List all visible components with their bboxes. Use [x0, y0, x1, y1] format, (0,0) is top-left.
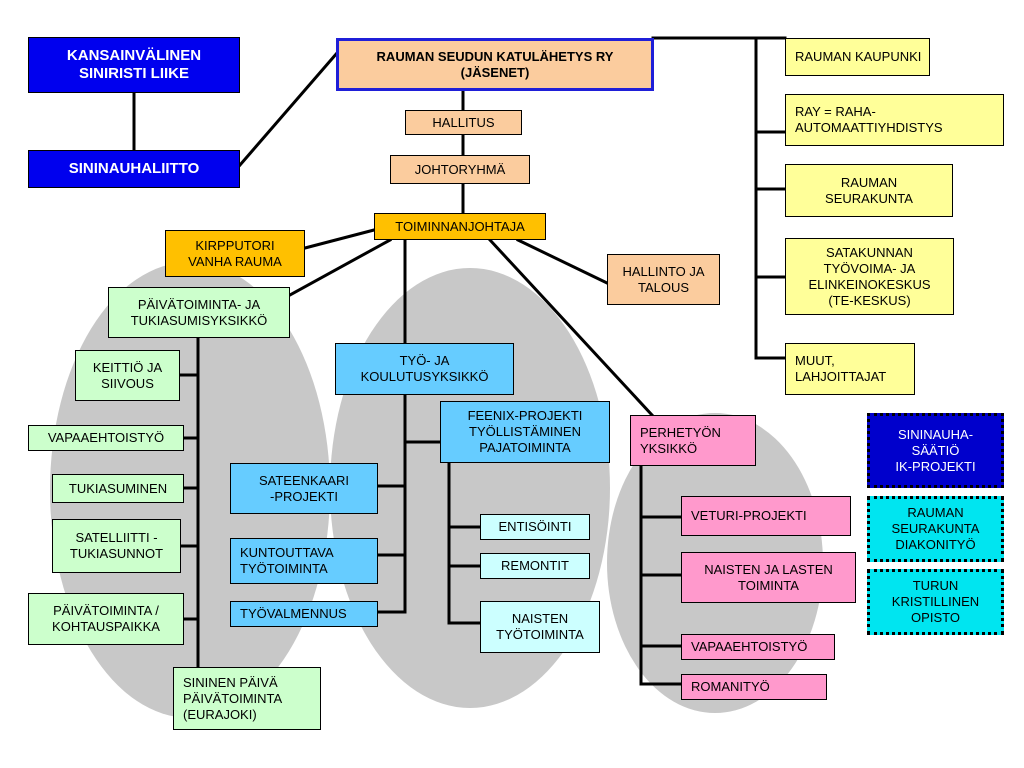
kansainvalinen-siniristi-box: KANSAINVÄLINEN SINIRISTI LIIKE: [28, 37, 240, 93]
tyovalmennus-box: TYÖVALMENNUS: [230, 601, 378, 627]
turun-kristillinen-opisto-box: TURUN KRISTILLINEN OPISTO: [867, 569, 1004, 635]
funder-muut: MUUT, LAHJOITTAJAT: [785, 343, 915, 395]
tukiasuminen-box: TUKIASUMINEN: [52, 474, 184, 503]
sininauha-saatio-box: SININAUHA- SÄÄTIÖ IK-PROJEKTI: [867, 413, 1004, 488]
perhe-unit-box: PERHETYÖN YKSIKKÖ: [630, 415, 756, 466]
kirpputori-box: KIRPPUTORI VANHA RAUMA: [165, 230, 305, 277]
sininen-paiva-box: SININEN PÄIVÄ PÄIVÄTOIMINTA (EURAJOKI): [173, 667, 321, 730]
hallinto-talous-box: HALLINTO JA TALOUS: [607, 254, 720, 305]
main-org-box: RAUMAN SEUDUN KATULÄHETYS RY (JÄSENET): [336, 38, 654, 91]
romanityo-box: ROMANITYÖ: [681, 674, 827, 700]
funder-rauman-kaupunki: RAUMAN KAUPUNKI: [785, 38, 930, 76]
veturi-box: VETURI-PROJEKTI: [681, 496, 851, 536]
hallitus-box: HALLITUS: [405, 110, 522, 135]
vapaaehtoistyo-pt-box: VAPAAEHTOISTYÖ: [28, 425, 184, 451]
sateenkaari-box: SATEENKAARI -PROJEKTI: [230, 463, 378, 514]
naisten-lasten-box: NAISTEN JA LASTEN TOIMINTA: [681, 552, 856, 603]
funder-rauman-seurakunta: RAUMAN SEURAKUNTA: [785, 164, 953, 217]
funder-ray: RAY = RAHA- AUTOMAATTIYHDISTYS: [785, 94, 1004, 146]
rauman-seurakunta-diakonia-box: RAUMAN SEURAKUNTA DIAKONITYÖ: [867, 496, 1004, 562]
satelliitti-box: SATELLIITTI - TUKIASUNNOT: [52, 519, 181, 573]
naisten-tyotoiminta-box: NAISTEN TYÖTOIMINTA: [480, 601, 600, 653]
toiminnanjohtaja-box: TOIMINNANJOHTAJA: [374, 213, 546, 240]
feenix-box: FEENIX-PROJEKTI TYÖLLISTÄMINEN PAJATOIMI…: [440, 401, 610, 463]
sininauhaliitto-box: SININAUHALIITTO: [28, 150, 240, 188]
johtoryhma-box: JOHTORYHMÄ: [390, 155, 530, 184]
tyo-unit-box: TYÖ- JA KOULUTUSYKSIKKÖ: [335, 343, 514, 395]
paivatoiminta-unit-box: PÄIVÄTOIMINTA- JA TUKIASUMISYKSIKKÖ: [108, 287, 290, 338]
entisointi-box: ENTISÖINTI: [480, 514, 590, 540]
paivatoiminta-kohtauspaikka-box: PÄIVÄTOIMINTA / KOHTAUSPAIKKA: [28, 593, 184, 645]
keittio-box: KEITTIÖ JA SIIVOUS: [75, 350, 180, 401]
kuntouttava-box: KUNTOUTTAVA TYÖTOIMINTA: [230, 538, 378, 584]
funder-te-keskus: SATAKUNNAN TYÖVOIMA- JA ELINKEINOKESKUS …: [785, 238, 954, 315]
vapaaehtoistyo-perhe-box: VAPAAEHTOISTYÖ: [681, 634, 835, 660]
remontit-box: REMONTIT: [480, 553, 590, 579]
